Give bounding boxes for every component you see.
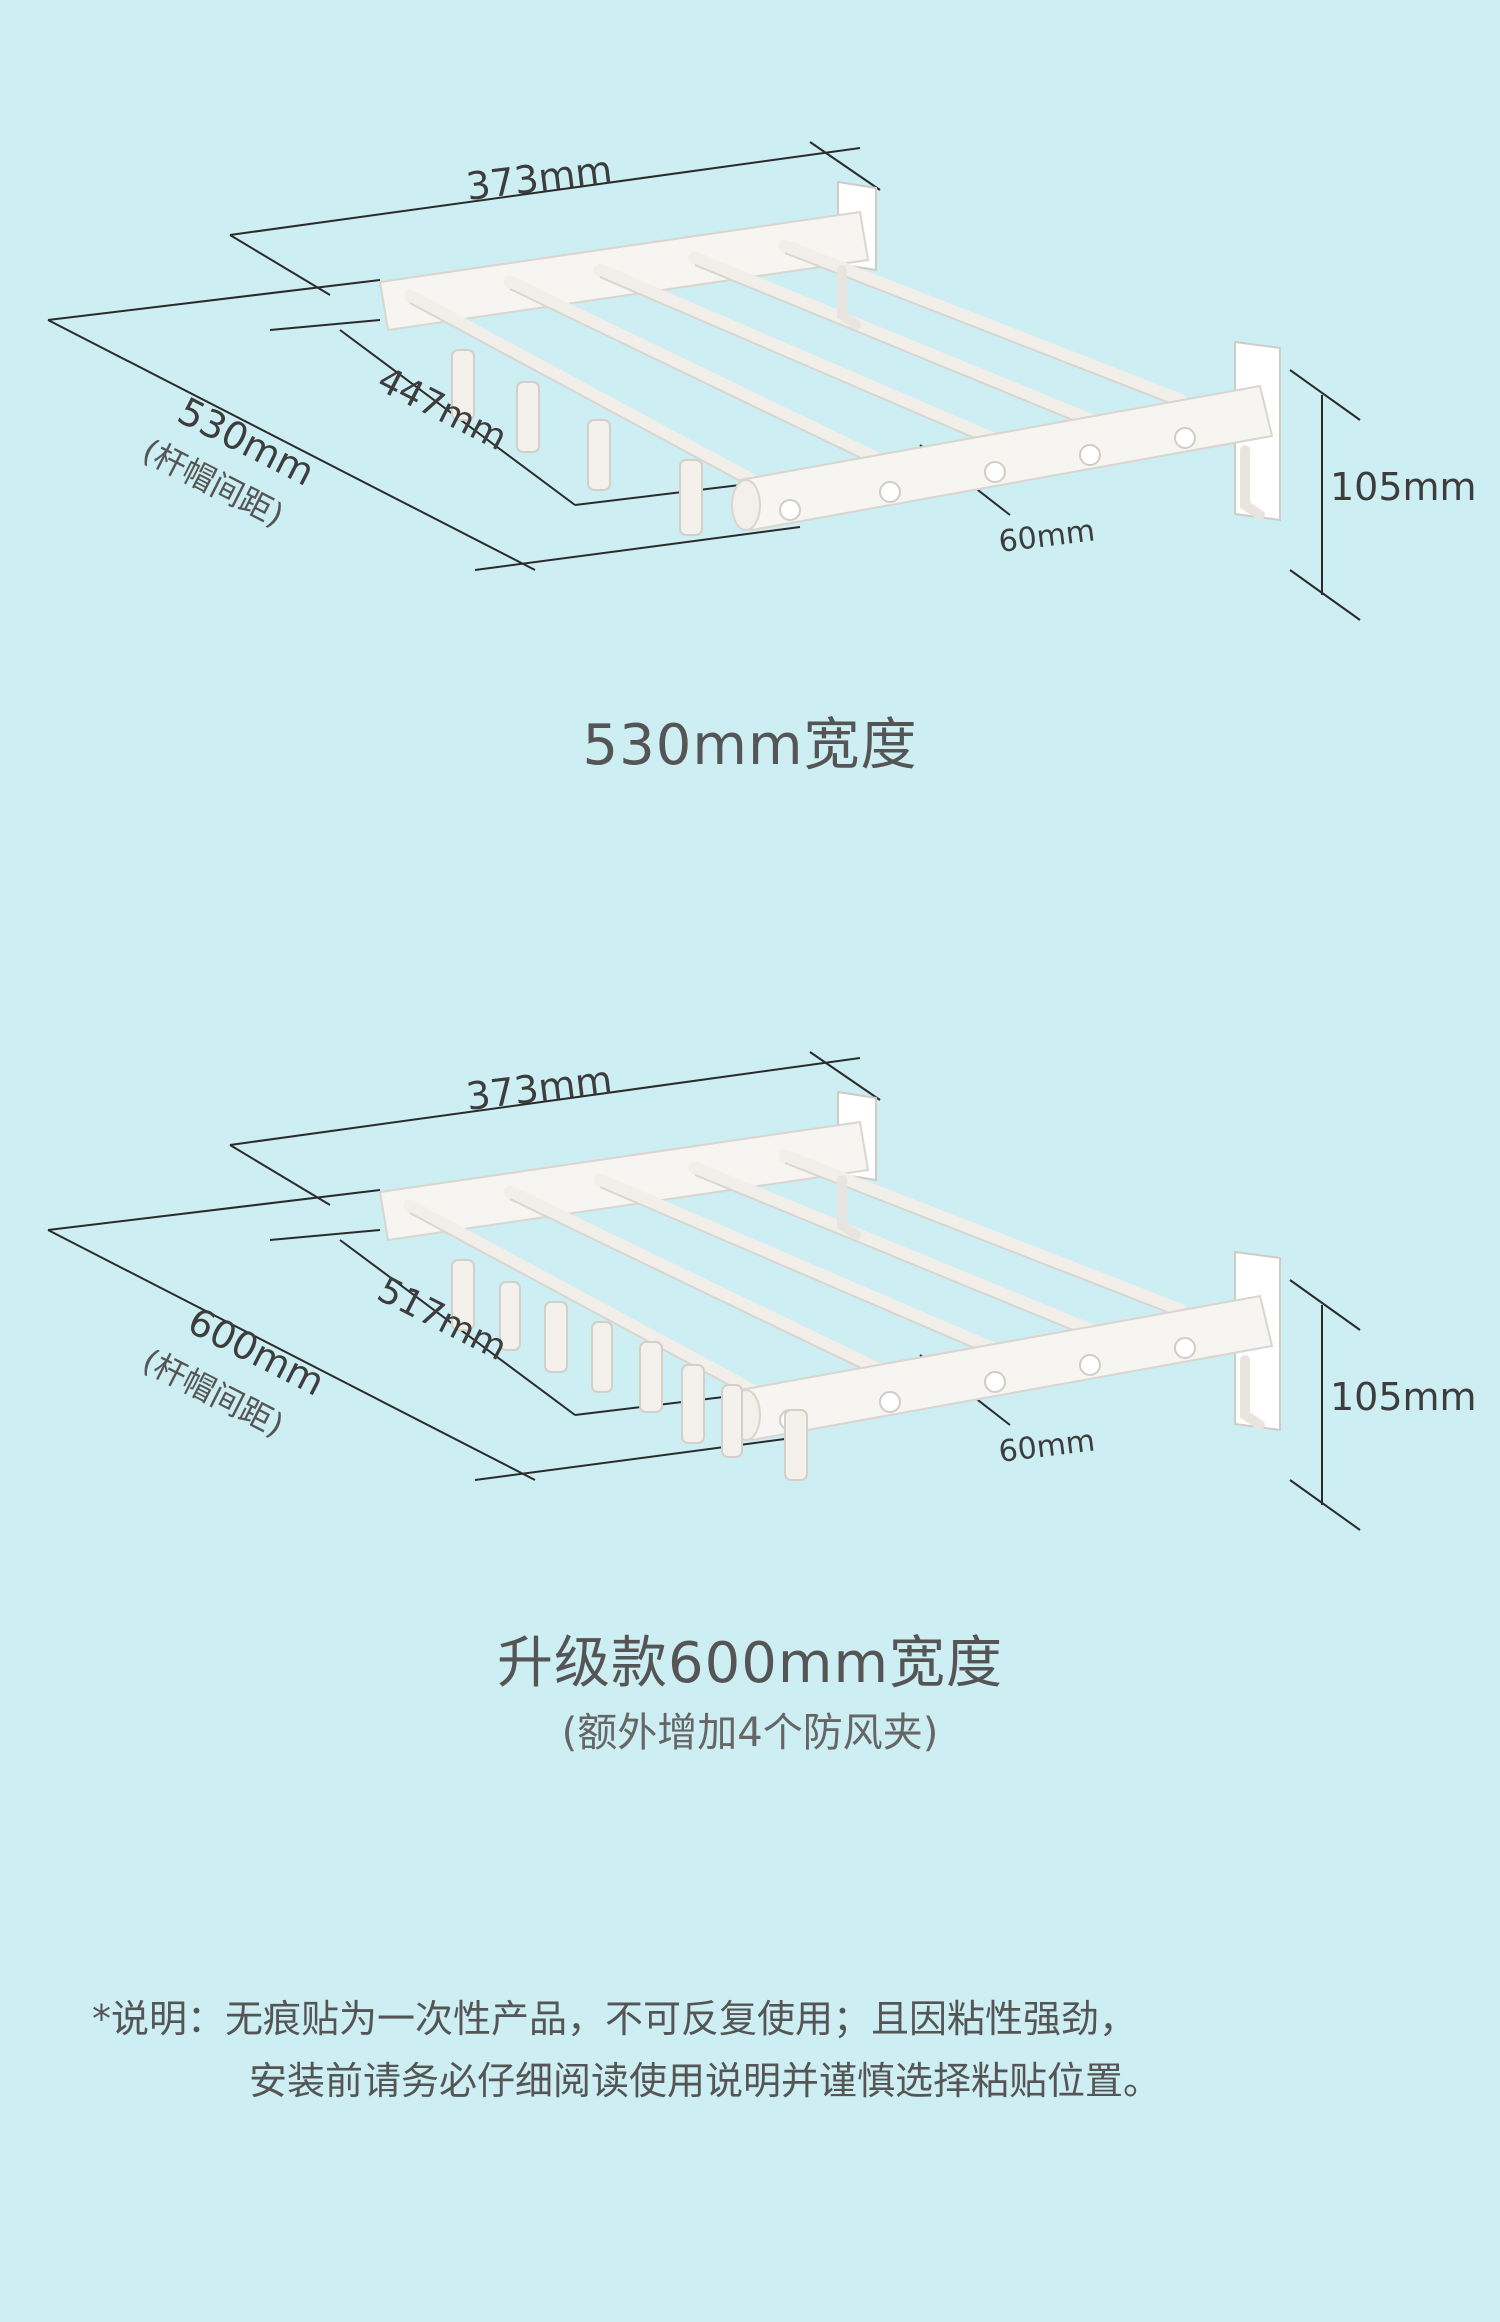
inner-width-label: 517mm <box>371 1269 513 1369</box>
caption-530: 530mm宽度 <box>582 713 918 778</box>
caption-600: 升级款600mm宽度 <box>497 1631 1003 1696</box>
drying-rack <box>378 1090 1281 1481</box>
caption-600-sub: (额外增加4个防风夹) <box>561 1710 939 1756</box>
rack-diagram-530: 373mm 530mm (杆帽间距) 447mm 60mm 105mm <box>47 141 1477 621</box>
dimension-lines <box>47 141 1361 621</box>
note-line-2: 安装前请务必仔细阅读使用说明并谨慎选择粘贴位置。 <box>249 2059 1162 2103</box>
drying-rack <box>378 180 1281 536</box>
rack-diagram-600: 373mm 600mm (杆帽间距) 517mm 60mm 105mm <box>47 1051 1477 1531</box>
note-prefix: *说明： <box>92 1997 226 2041</box>
height-label: 105mm <box>1330 1375 1477 1419</box>
length-label: 373mm <box>464 1057 615 1119</box>
inner-width-label: 447mm <box>371 359 513 459</box>
length-label: 373mm <box>464 147 615 209</box>
usage-note: *说明：无痕贴为一次性产品，不可反复使用；且因粘性强劲， 安装前请务必仔细阅读使… <box>92 1988 1472 2112</box>
spacing-label: 60mm <box>997 1423 1097 1470</box>
spacing-label: 60mm <box>997 513 1097 560</box>
note-text-1: 无痕贴为一次性产品，不可反复使用；且因粘性强劲， <box>225 1997 1138 2041</box>
height-label: 105mm <box>1330 465 1477 509</box>
note-line-1: *说明：无痕贴为一次性产品，不可反复使用；且因粘性强劲， <box>92 1988 1472 2050</box>
